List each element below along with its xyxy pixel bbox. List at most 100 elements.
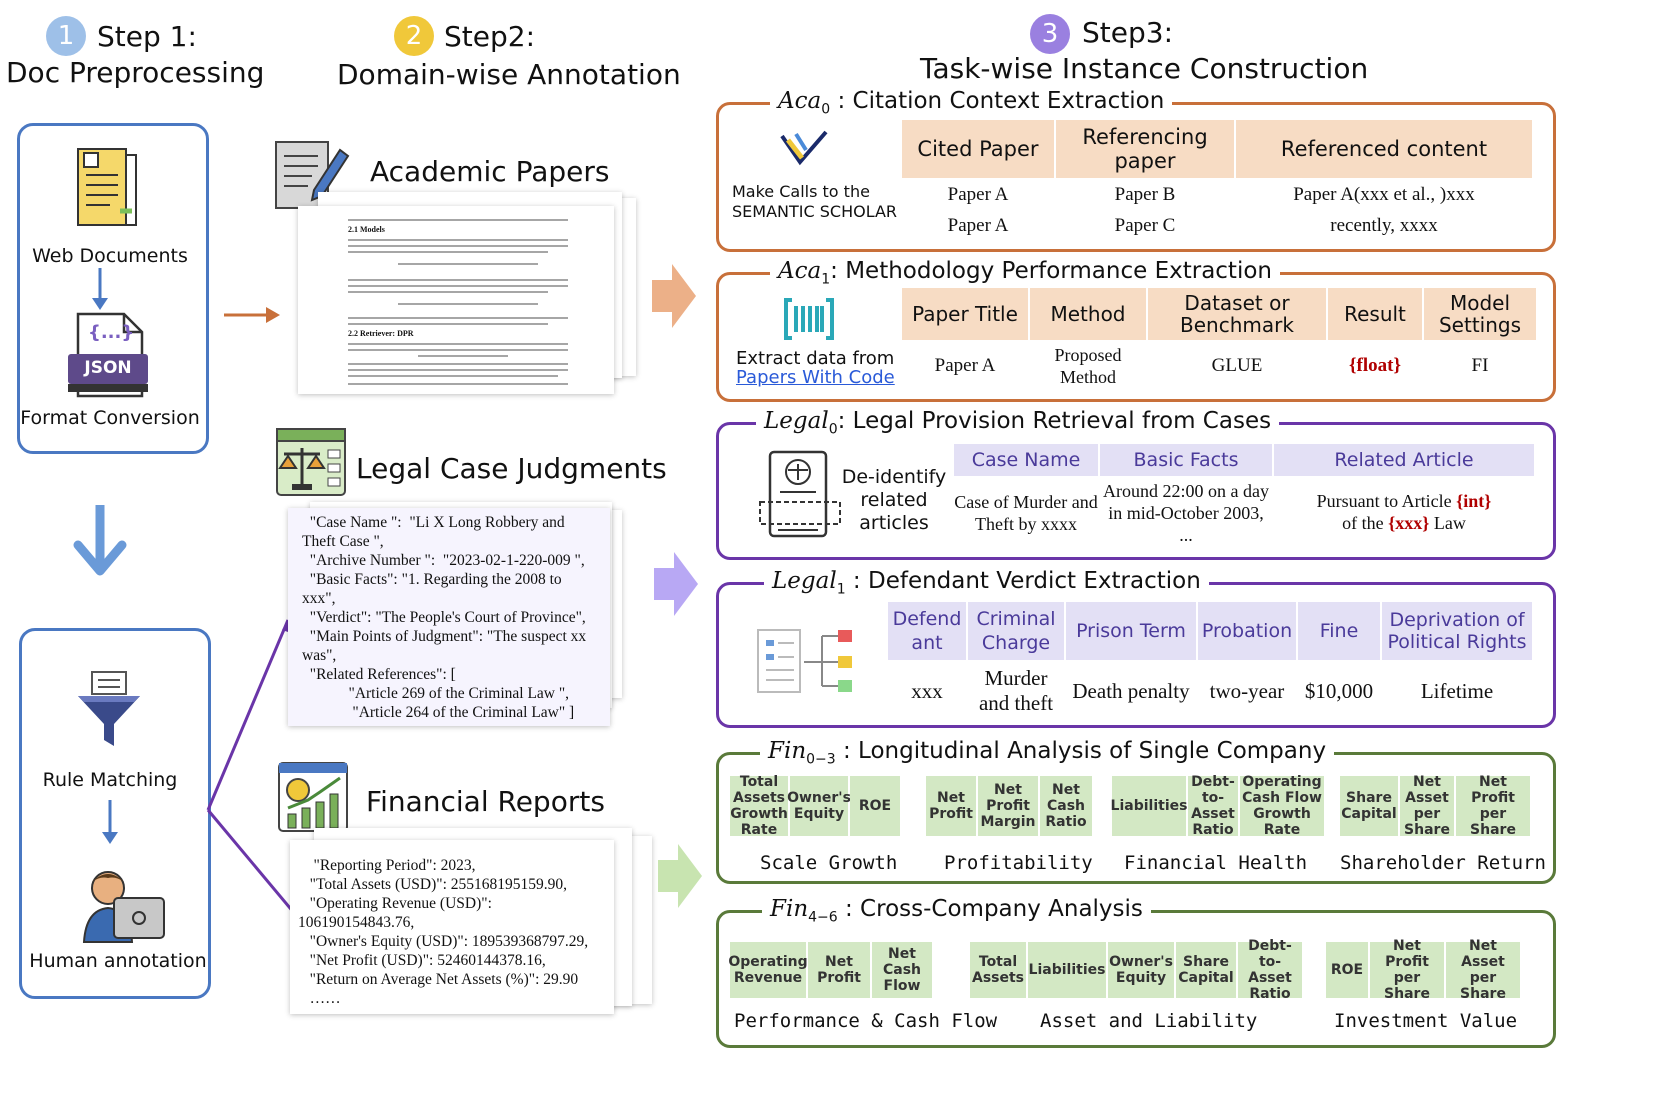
fin-group-label: Asset and Liability xyxy=(1040,1010,1258,1032)
legal1-title: Legal1 : Defendant Verdict Extraction xyxy=(764,568,1209,598)
legal0-header-related-article: Related Article xyxy=(1274,444,1534,476)
fin46-title-text: : Cross-Company Analysis xyxy=(837,896,1143,922)
financial-json-line: "Net Profit (USD)": 52460144378.16, xyxy=(298,952,546,969)
academic-papers-title: Academic Papers xyxy=(370,155,610,188)
down-arrow-icon xyxy=(102,800,118,844)
legal-json-line: xxx", xyxy=(302,590,336,607)
aca1-cell: GLUE xyxy=(1211,355,1263,376)
fin03-title-subscript: 0−3 xyxy=(806,751,836,768)
aca0-cell: Paper A(xxx et al., )xxx xyxy=(1293,184,1475,205)
fin-metric-cell: Owner's Equity xyxy=(1108,942,1174,998)
legal-json-line: "Verdict": "The People's Court of Provin… xyxy=(302,609,586,626)
legal-json-line: "Basic Facts": "1. Regarding the 2008 to xyxy=(302,571,562,588)
fin-metric-cell: Net Profit per Share xyxy=(1370,938,1444,1002)
legal1-header-defendant: Defend ant xyxy=(888,602,966,660)
aca0-cell: Paper A xyxy=(947,215,1009,236)
fin-metric-cell: Operating Revenue xyxy=(728,942,808,998)
fin-metric-cell: Net Profit xyxy=(926,776,976,836)
fin-group-label: Profitability xyxy=(944,852,1093,874)
legal-json-line: "Archive Number ": "2023-02-1-220-009 ", xyxy=(302,552,585,569)
legal0-cell-article: Pursuant to Article {int} of the {xxx} L… xyxy=(1274,490,1534,534)
step1-number-badge: 1 xyxy=(46,16,86,56)
financial-json-line: "Operating Revenue (USD)": xyxy=(298,895,492,912)
fin-metric-cell: ROE xyxy=(850,776,900,836)
financial-reports-title: Financial Reports xyxy=(366,785,605,818)
financial-json-line: "Return on Average Net Assets (%)": 29.9… xyxy=(298,971,579,988)
legal0-title-text: : Legal Provision Retrieval from Cases xyxy=(837,408,1272,434)
aca1-header-paper-title: Paper Title xyxy=(902,288,1028,340)
aca1-title: Aca1: Methodology Performance Extraction xyxy=(770,258,1280,288)
article-xxx-placeholder: {xxx} xyxy=(1388,513,1430,533)
aca1-title-subscript: 1 xyxy=(821,271,831,288)
aca0-title-text: : Citation Context Extraction xyxy=(830,88,1165,114)
web-documents-icon xyxy=(77,148,137,226)
academic-paper-icon xyxy=(275,141,350,209)
fin03-title: Fin0−3 : Longitudinal Analysis of Single… xyxy=(760,738,1335,768)
legal1-title-symbol: Legal xyxy=(772,568,837,594)
aca0-cell: Paper A xyxy=(947,184,1009,205)
fin-metric-cell: ROE xyxy=(1326,942,1368,998)
fin46-title-symbol: Fin xyxy=(770,896,809,922)
json-file-icon xyxy=(68,312,148,398)
academic-page-front: 2.1 Models 2.2 Retriever: DPR xyxy=(298,206,614,394)
purple-flow-arrow-icon xyxy=(654,552,698,616)
papers-with-code-link[interactable]: Papers With Code xyxy=(736,367,895,388)
legal-case-judgments-title: Legal Case Judgments xyxy=(356,452,667,485)
financial-json-text: "Reporting Period": 2023, "Total Assets … xyxy=(290,840,614,1008)
legal0-title: Legal0: Legal Provision Retrieval from C… xyxy=(756,408,1280,438)
aca1-title-symbol: Aca xyxy=(778,258,822,284)
aca0-cell: recently, xxxx xyxy=(1330,215,1438,236)
aca0-cell: Paper B xyxy=(1114,184,1176,205)
legal-json-line: "Related References": [ xyxy=(302,666,456,683)
financial-json-line: "Reporting Period": 2023, xyxy=(298,857,476,874)
fin-metric-cell: Liabilities xyxy=(1028,942,1106,998)
document-tree-icon xyxy=(757,629,852,693)
green-flow-arrow-icon xyxy=(658,844,702,908)
legal0-cell: Around 22:00 on a day in mid-October 200… xyxy=(1103,481,1269,545)
fin-metric-cell: Liabilities xyxy=(1111,776,1187,836)
fin-metric-cell: Total Assets Growth Rate xyxy=(730,774,788,838)
legal-json-line: "Article 264 of the Criminal Law" ] xyxy=(302,704,575,721)
legal0-header-basic-facts: Basic Facts xyxy=(1100,444,1272,476)
legal1-header-probation: Probation xyxy=(1198,602,1296,660)
legal1-title-subscript: 1 xyxy=(836,581,846,598)
legal1-cell: Lifetime xyxy=(1420,679,1494,703)
format-conversion-label: Format Conversion xyxy=(20,407,200,429)
legal1-header-prison-term: Prison Term xyxy=(1066,602,1196,660)
financial-chart-icon xyxy=(278,762,348,832)
fin-group-label: Financial Health xyxy=(1124,852,1308,874)
aca0-header-referenced-content: Referenced content xyxy=(1236,120,1532,178)
legal1-cell: Death penalty xyxy=(1072,679,1190,703)
semantic-scholar-logo-icon xyxy=(780,130,828,166)
aca1-source-text: Extract data from xyxy=(736,348,895,369)
legal-scales-icon xyxy=(276,428,346,496)
step2-title: Step2: xyxy=(444,20,535,53)
financial-json-line: …… xyxy=(298,990,341,1007)
legal0-cell: Case of Murder and Theft by xxxx xyxy=(954,492,1098,534)
legal0-header-case-name: Case Name xyxy=(954,444,1098,476)
step1-subtitle: Doc Preprocessing xyxy=(6,56,265,89)
aca0-source-text: Make Calls to the SEMANTIC SCHOLAR xyxy=(732,182,898,221)
paper-heading-retriever: 2.2 Retriever: DPR xyxy=(348,329,414,338)
legal1-header-criminal-charge: Criminal Charge xyxy=(968,602,1064,660)
aca1-cell: Paper A xyxy=(934,355,996,376)
paper-heading-models: 2.1 Models xyxy=(348,225,385,234)
aca0-cell: Paper C xyxy=(1114,215,1176,236)
article-int-placeholder: {int} xyxy=(1456,491,1492,511)
fin-metric-cell: Share Capital xyxy=(1176,942,1236,998)
aca1-header-model-settings: Model Settings xyxy=(1424,288,1536,340)
step2-subtitle: Domain-wise Annotation xyxy=(337,58,681,91)
fin46-title-subscript: 4−6 xyxy=(808,909,838,926)
fin-metric-cell: Net Asset per Share xyxy=(1446,938,1520,1002)
legal1-cell: Murder and theft xyxy=(978,666,1054,715)
legal-document-icon xyxy=(759,450,841,538)
json-label: JSON xyxy=(84,358,132,378)
fin03-title-symbol: Fin xyxy=(768,738,807,764)
papers-with-code-logo-icon xyxy=(784,298,834,340)
fin-metric-cell: Net Profit Margin xyxy=(978,776,1038,836)
fin-group-label: Performance & Cash Flow xyxy=(734,1010,998,1032)
fin-metric-cell: Net Asset per Share xyxy=(1400,774,1454,838)
legal1-cell: $10,000 xyxy=(1304,679,1374,703)
aca0-header-cited-paper: Cited Paper xyxy=(902,120,1054,178)
